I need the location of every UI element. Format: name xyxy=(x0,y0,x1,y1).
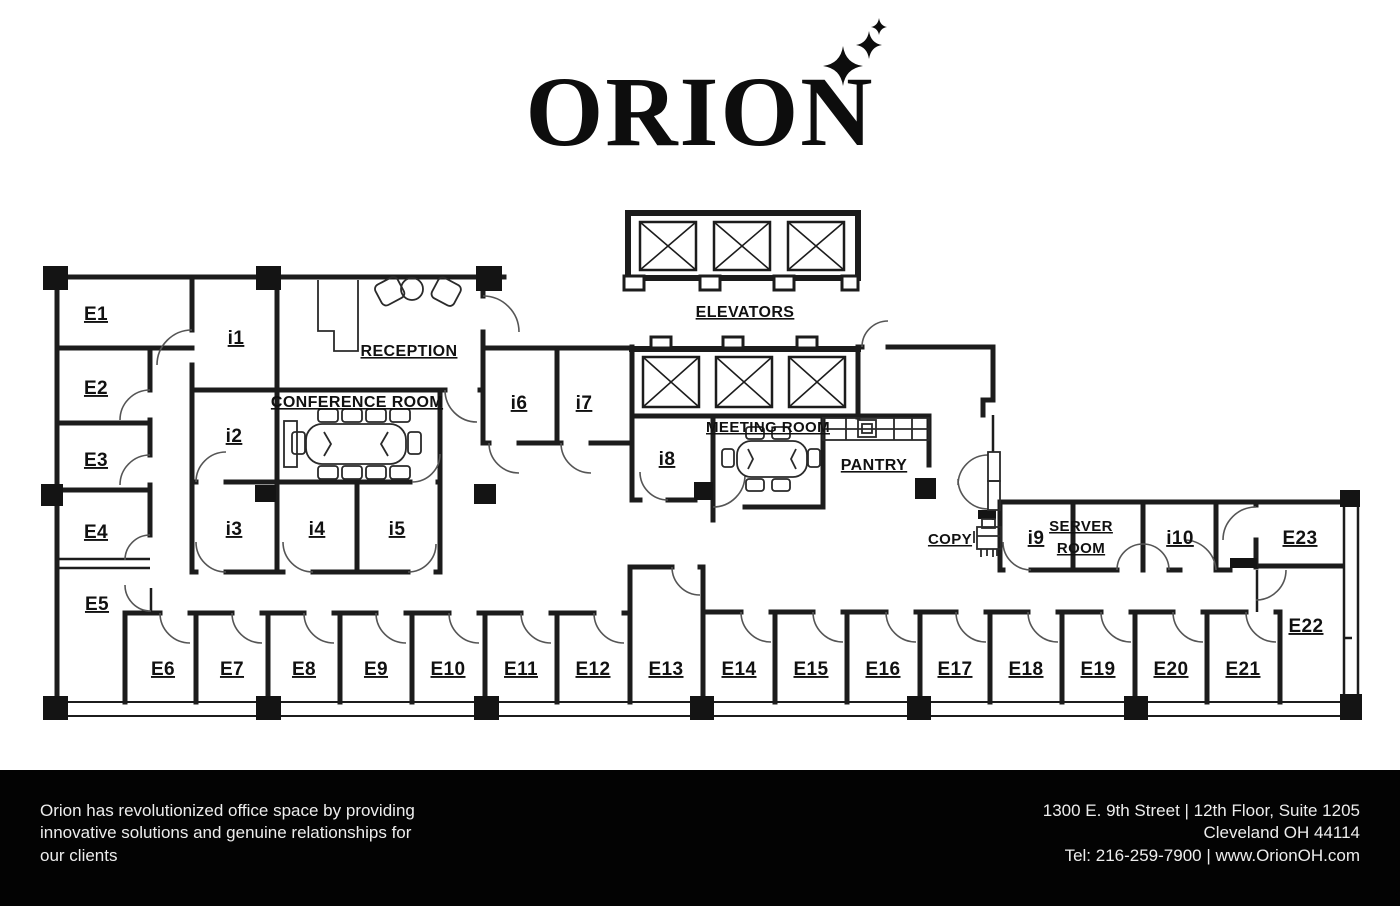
room-label-e21: E21 xyxy=(1225,659,1260,680)
room-label-e10: E10 xyxy=(430,659,465,680)
conference-room-label: CONFERENCE ROOM xyxy=(271,394,443,411)
room-label-e22: E22 xyxy=(1288,616,1323,637)
elevator-bank-upper xyxy=(622,210,861,292)
footer-address-line1: 1300 E. 9th Street | 12th Floor, Suite 1… xyxy=(1042,801,1360,820)
elevators-label: ELEVATORS xyxy=(696,304,795,321)
sparkle-stars-icon xyxy=(823,18,887,86)
room-label-e6: E6 xyxy=(151,659,175,680)
orion-wordmark: ORION xyxy=(525,56,875,167)
pantry-label: PANTRY xyxy=(841,457,907,474)
room-label-e18: E18 xyxy=(1008,659,1043,680)
footer-tagline-line1: Orion has revolutionized office space by… xyxy=(40,801,415,820)
orion-logo: ORION xyxy=(0,62,1400,162)
room-label-i1: i1 xyxy=(228,328,245,349)
room-label-e23: E23 xyxy=(1282,528,1317,549)
footer-address: 1300 E. 9th Street | 12th Floor, Suite 1… xyxy=(1043,800,1360,867)
room-label-e7: E7 xyxy=(220,659,244,680)
room-label-e15: E15 xyxy=(793,659,828,680)
copy-double-door-frames xyxy=(987,451,1001,511)
structural-columns xyxy=(41,266,1362,720)
room-label-e13: E13 xyxy=(648,659,683,680)
room-label-e2: E2 xyxy=(84,378,108,399)
room-label-e17: E17 xyxy=(937,659,972,680)
door-swings xyxy=(119,295,1287,644)
server-room-label-line2: ROOM xyxy=(1057,540,1105,557)
walls xyxy=(43,274,1360,717)
room-label-i5: i5 xyxy=(389,519,406,540)
room-label-i9: i9 xyxy=(1028,528,1045,549)
room-label-e5: E5 xyxy=(85,594,109,615)
room-label-e14: E14 xyxy=(721,659,756,680)
conference-table xyxy=(283,408,422,480)
server-room-label-line1: SERVER xyxy=(1049,518,1113,535)
footer-tagline-line2: innovative solutions and genuine relatio… xyxy=(40,823,412,843)
room-label-i7: i7 xyxy=(576,393,593,414)
room-label-e20: E20 xyxy=(1153,659,1188,680)
room-label-e9: E9 xyxy=(364,659,388,680)
meeting-room-label: MEETING ROOM xyxy=(706,419,830,436)
room-label-i10: i10 xyxy=(1166,528,1194,549)
room-label-e19: E19 xyxy=(1080,659,1115,680)
reception-desk xyxy=(317,280,359,352)
room-label-e4: E4 xyxy=(84,522,108,543)
footer-contact-line: Tel: 216-259-7900 | www.OrionOH.com xyxy=(1064,845,1360,865)
room-labels: E1 E2 E3 E4 E5 i1 i2 i3 i4 i5 i6 i7 i8 i… xyxy=(84,304,1323,680)
room-label-i2: i2 xyxy=(226,426,243,447)
area-labels: RECEPTION CONFERENCE ROOM ELEVATORS MEET… xyxy=(271,304,1113,557)
footer-tagline-line3: our clients xyxy=(40,845,118,865)
pantry-counter xyxy=(822,417,930,441)
room-label-e16: E16 xyxy=(865,659,900,680)
room-label-e1: E1 xyxy=(84,304,108,325)
footer-address-line2: Cleveland OH 44114 xyxy=(1203,823,1360,843)
floorplan-svg: E1 E2 E3 E4 E5 i1 i2 i3 i4 i5 i6 i7 i8 i… xyxy=(41,210,1362,720)
elevator-bank-lower xyxy=(641,335,847,409)
reception-chairs xyxy=(374,276,462,307)
room-label-i8: i8 xyxy=(659,449,676,470)
reception-label: RECEPTION xyxy=(361,343,458,360)
copy-label: COPY xyxy=(928,531,972,548)
meeting-table xyxy=(721,426,821,492)
room-label-i6: i6 xyxy=(511,393,528,414)
room-label-e8: E8 xyxy=(292,659,316,680)
footer-tagline: Orion has revolutionized office space by… xyxy=(40,800,415,867)
room-label-e11: E11 xyxy=(504,659,538,680)
room-label-i3: i3 xyxy=(226,519,243,540)
copy-machine-icon xyxy=(973,518,1002,557)
footer-bar: Orion has revolutionized office space by… xyxy=(0,770,1400,906)
room-label-e12: E12 xyxy=(575,659,610,680)
room-label-e3: E3 xyxy=(84,450,108,471)
room-label-i4: i4 xyxy=(309,519,326,540)
